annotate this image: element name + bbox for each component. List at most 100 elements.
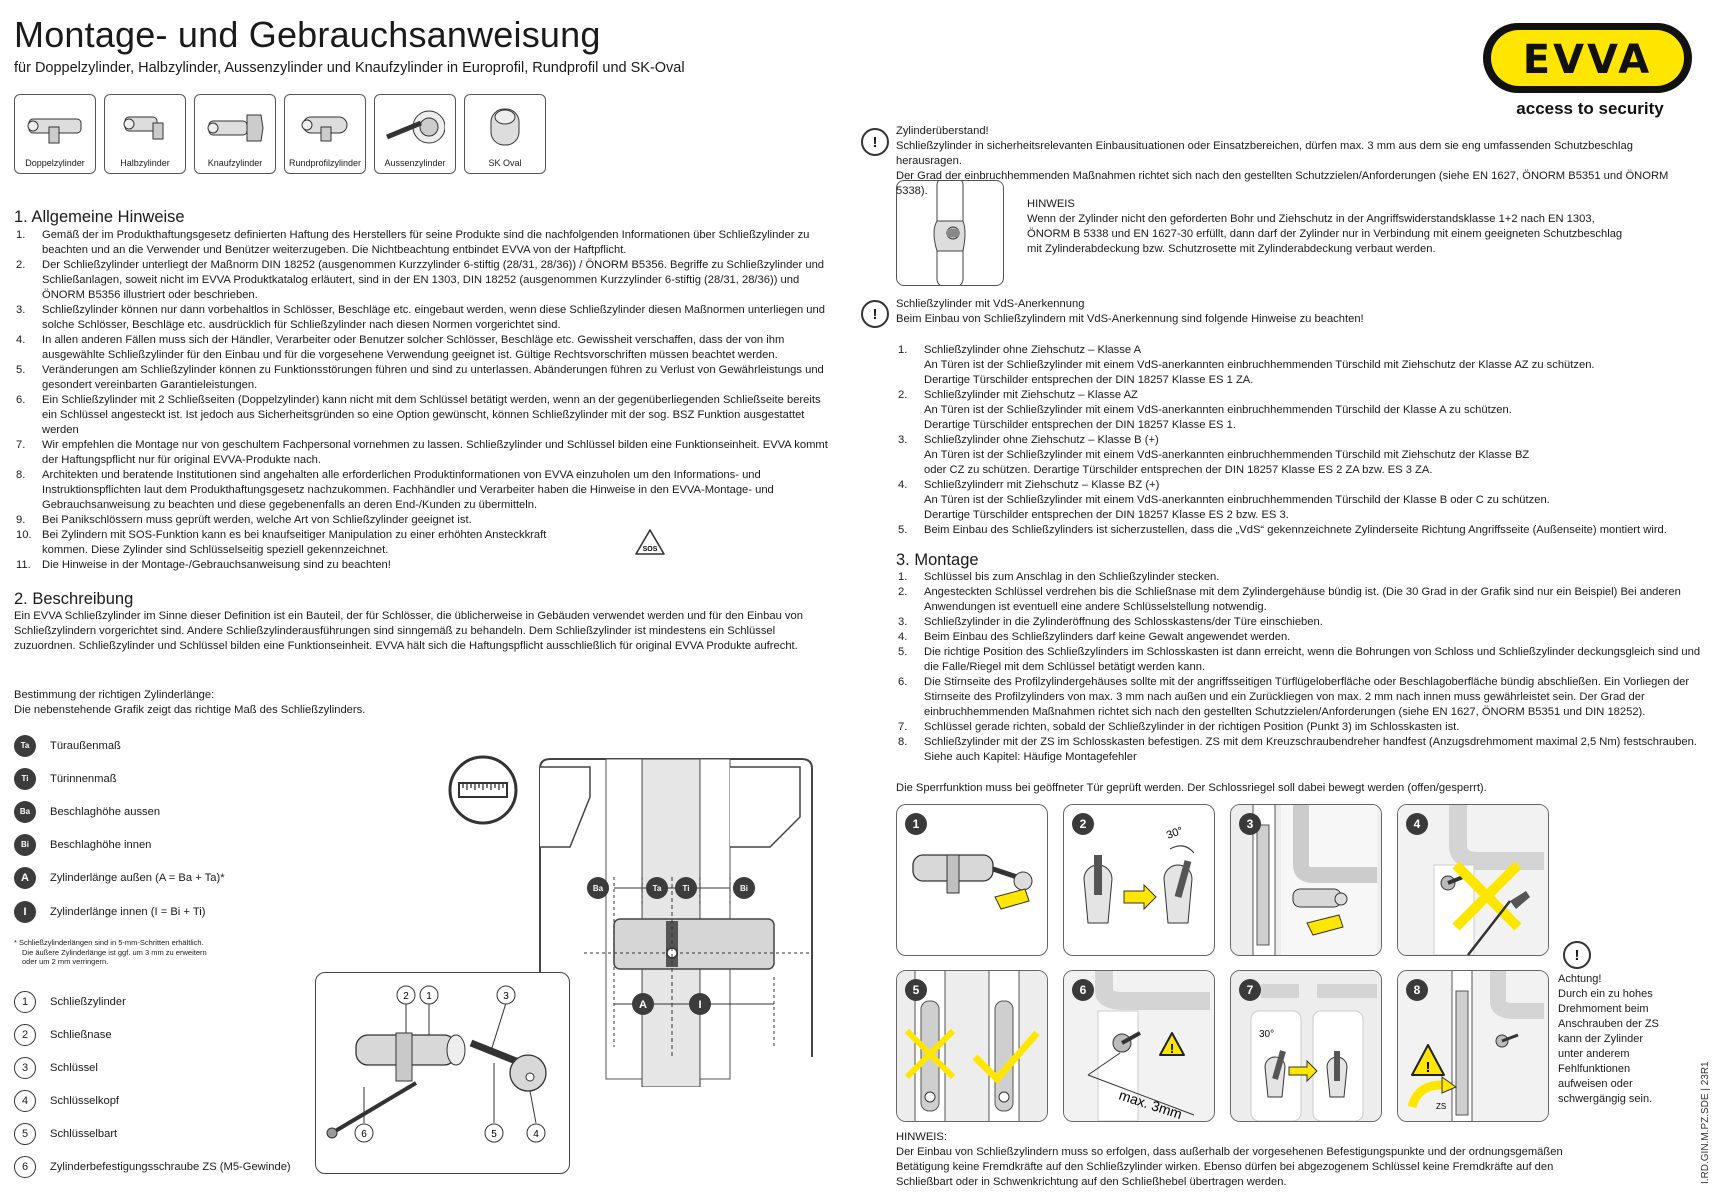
step-badge-8: 8 [1406,979,1428,1001]
svg-text:6: 6 [361,1129,367,1140]
product-label: Halbzylinder [120,158,170,168]
list-item: 10.Bei Zylindern mit SOS-Funktion kann e… [16,529,547,556]
list-item: 9.Bei Panikschlössern muss geprüft werde… [16,514,472,526]
section-beschreibung: 2. Beschreibung Ein EVVA Schließzylinder… [14,590,804,654]
callout-3: 3 [496,985,516,1005]
step-panel-1: 1 [896,804,1048,956]
list-item: 4.Beim Einbau des Schließzylinders darf … [898,631,1291,643]
svg-text:3: 3 [503,991,509,1002]
list-item: 3.Schließzylinder können nur dann vorbeh… [16,304,825,331]
step-badge-6: 6 [1072,979,1094,1001]
list-item: 1.Gemäß der im Produkthaftungsgesetz def… [16,229,810,256]
page-subtitle: für Doppelzylinder, Halbzylinder, Aussen… [14,60,685,76]
list-item: 2.Schließzylinder mit Ziehschutz – Klass… [898,389,1512,431]
dim-badge-a: A [632,993,654,1015]
svg-text:Ti: Ti [683,884,690,893]
step-panel-4: 4 [1397,804,1549,956]
svg-text:Ba: Ba [593,884,604,893]
list-item: 5.Beim Einbau des Schließzylinders ist s… [898,524,1667,536]
evva-logo-text: EVVA [1523,37,1652,83]
dim-badge-ti: Ti [675,877,697,899]
ruler-icon [447,754,519,831]
badge-ta: Ta [14,734,36,757]
sk-oval-cylinder-icon [490,108,520,146]
achtung-exclamation-icon: ! [1563,941,1591,969]
list-item: 4.Schließzylinderr mit Ziehschutz – Klas… [898,479,1550,521]
half-cylinder-icon [123,116,164,140]
list-item: 3.Schließzylinder in die Zylinderöffnung… [898,616,1323,628]
list-item: 3.Schließzylinder ohne Ziehschutz – Klas… [898,434,1530,476]
product-type-row: Doppelzylinder Halbzylinder Knaufzylinde… [14,94,546,174]
vds-notice: Schließzylinder mit VdS-Anerkennung Beim… [896,298,1364,325]
deg30-label-2: 30° [1259,1029,1274,1040]
list-item: 6.Die Stirnseite des Profilzylindergehäu… [898,676,1690,718]
step-badge-5: 5 [905,979,927,1001]
list-item: 4.In allen anderen Fällen muss sich der … [16,334,785,361]
callout-1: 1 [419,985,439,1005]
list-item: 7.Wir empfehlen die Montage nur von gesc… [16,439,828,466]
svg-text:I: I [698,999,701,1011]
product-rundprofilzylinder: Rundprofilzylinder [284,94,366,174]
list-item: 2.Der Schließzylinder unterliegt der Maß… [16,259,825,301]
evva-logo: EVVA access to security [1480,20,1695,123]
page-title: Montage- und Gebrauchsanweisung [14,14,601,55]
callout-2: 2 [396,985,416,1005]
product-label: Knaufzylinder [207,158,263,168]
section-montage: 3. Montage 1.Schlüssel bis zum Anschlag … [896,551,1706,765]
list-item: 5.Die richtige Position des Schließzylin… [898,646,1701,673]
svg-text:A: A [639,999,647,1011]
badge-ba: Ba [14,800,36,823]
dim-badge-ba: Ba [587,877,609,899]
badge-ti: Ti [14,767,36,790]
warning-exclamation-icon: ! [861,128,889,156]
product-label: SK Oval [488,158,522,168]
length-subtitle: Die nebenstehende Grafik zeigt das richt… [14,704,366,716]
step-panel-6: 6 !max. 3mm [1063,970,1215,1122]
step-badge-2: 2 [1072,813,1094,835]
product-halbzylinder: Halbzylinder [104,94,186,174]
zs-label: ZS [1436,1102,1446,1111]
svg-text:4: 4 [533,1129,539,1140]
step-badge-4: 4 [1406,813,1428,835]
length-footnote: * Schließzylinderlängen sind in 5-mm-Sch… [14,938,207,966]
sos-icon: SOS [634,528,666,561]
step-panel-8: 8 ! ZS [1397,970,1549,1122]
montage-list: 1.Schlüssel bis zum Anschlag in den Schl… [896,570,1706,765]
list-item: 1.Schlüssel bis zum Anschlag in den Schl… [898,571,1220,583]
outer-cylinder-icon [386,110,445,144]
step-panel-5: 5 [896,970,1048,1122]
svg-text:!: ! [1426,1059,1431,1076]
achtung-note: Achtung! Durch ein zu hohes Drehmoment b… [1558,973,1659,1105]
step-panel-2: 2 30° [1063,804,1215,956]
svg-text:Bi: Bi [740,884,748,893]
vds-exclamation-icon: ! [861,300,889,328]
product-aussenzylinder: Aussenzylinder [374,94,456,174]
dim-badge-ta: Ta [646,877,668,899]
step-badge-3: 3 [1239,813,1261,835]
badge-bi: Bi [14,833,36,856]
svg-text:1: 1 [426,991,432,1002]
length-title: Bestimmung der richtigen Zylinderlänge: [14,689,215,701]
product-label: Doppelzylinder [25,158,85,168]
double-cylinder-icon [27,118,82,144]
badge-i: I [14,901,36,923]
warning-cylinder-protrusion: Zylinderüberstand! Schließzylinder in si… [896,125,1669,197]
knob-cylinder-icon [207,114,264,142]
door-section-diagram: Ba Ta Ti Bi A I [530,757,820,1092]
product-knaufzylinder: Knaufzylinder [194,94,276,174]
section2-text: Ein EVVA Schließzylinder im Sinne dieser… [14,610,803,652]
list-item: 5.Veränderungen am Schließzylinder könne… [16,364,824,391]
evva-logo-tagline: access to security [1516,99,1664,118]
protection-fitting-image [896,180,1004,286]
svg-text:2: 2 [403,991,409,1002]
dim-badge-i: I [689,993,711,1015]
